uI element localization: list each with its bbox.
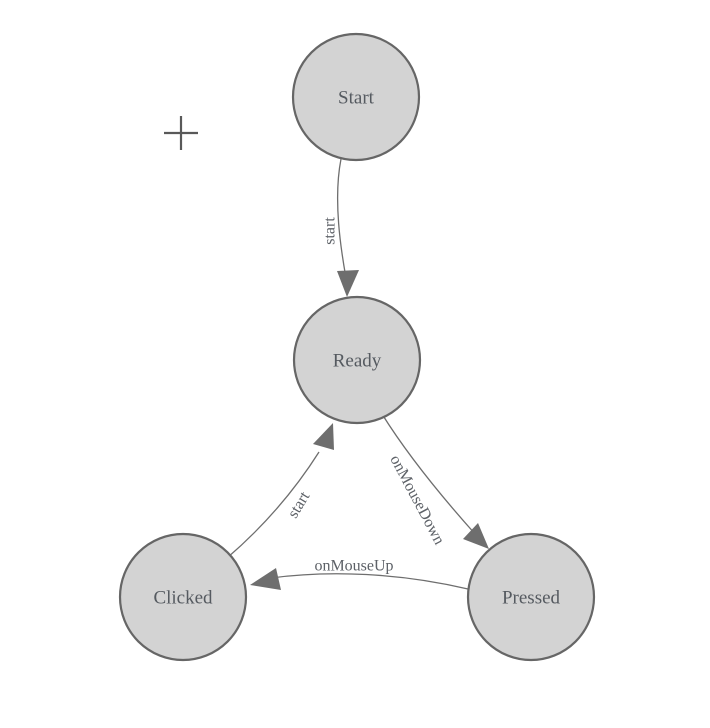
node-start-circle[interactable] — [291, 32, 421, 162]
edge-start-to-ready[interactable]: start — [322, 158, 360, 297]
edge-label-start-top: start — [322, 217, 339, 245]
edge-label-onmouseup: onMouseUp — [314, 558, 393, 575]
edge-label-onmousedown: onMouseDown — [386, 452, 447, 547]
node-clicked-circle[interactable] — [118, 532, 248, 662]
node-pressed[interactable]: Pressed — [466, 532, 596, 662]
edge-ready-to-pressed-path — [381, 413, 477, 536]
node-clicked-label: Clicked — [153, 588, 213, 609]
edge-start-to-ready-arrowhead — [337, 270, 359, 297]
edge-ready-to-pressed[interactable]: onMouseDown — [381, 413, 489, 549]
edge-pressed-to-clicked-arrowhead — [250, 568, 281, 590]
edge-ready-to-pressed-arrowhead — [463, 523, 489, 549]
node-clicked[interactable]: Clicked — [118, 532, 248, 662]
edge-start-to-ready-path — [336, 158, 347, 279]
edge-pressed-to-clicked-path — [270, 573, 469, 590]
node-pressed-label: Pressed — [502, 588, 561, 609]
edge-clicked-to-ready[interactable]: start — [226, 423, 334, 559]
edge-clicked-to-ready-path — [226, 451, 320, 559]
node-ready-circle[interactable] — [292, 295, 422, 425]
node-start[interactable]: Start — [291, 32, 421, 162]
node-start-label: Start — [338, 88, 375, 109]
edge-pressed-to-clicked[interactable]: onMouseUp — [250, 558, 469, 591]
edge-clicked-to-ready-arrowhead — [313, 423, 334, 450]
node-ready-label: Ready — [333, 351, 382, 372]
node-ready[interactable]: Ready — [292, 295, 422, 425]
crosshair-icon[interactable] — [164, 116, 198, 150]
node-pressed-circle[interactable] — [466, 532, 596, 662]
